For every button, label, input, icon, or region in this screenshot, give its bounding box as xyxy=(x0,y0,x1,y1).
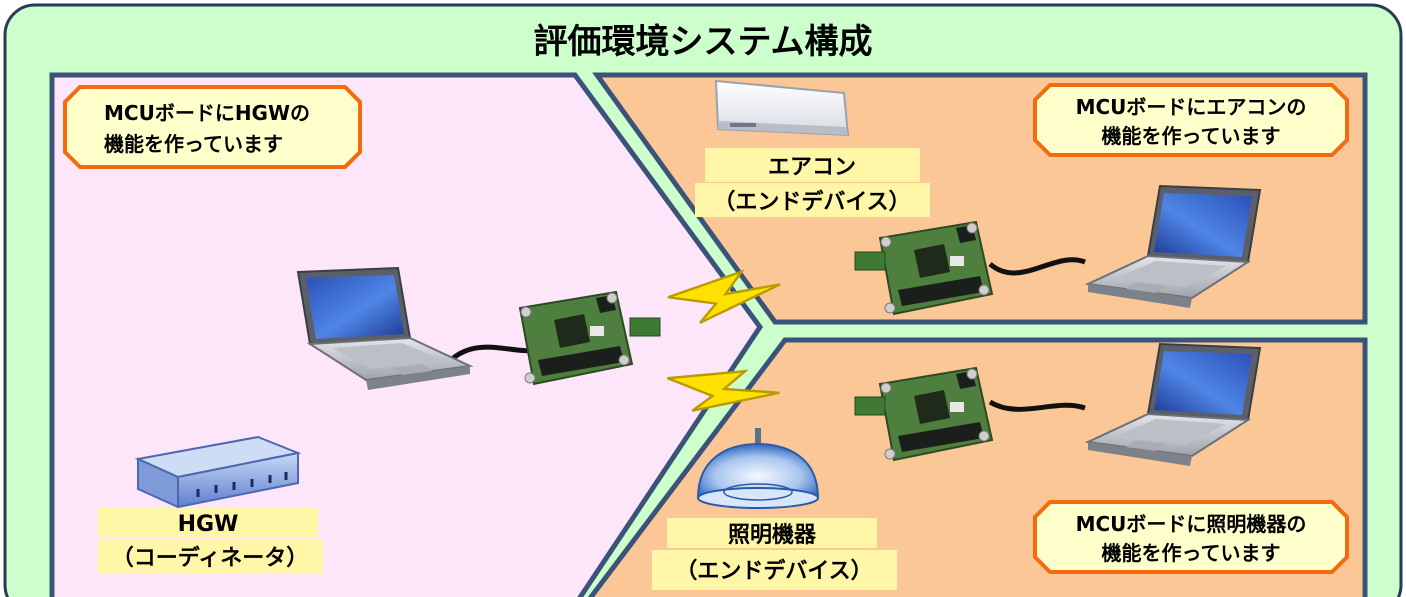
callout-aircon-line2: 機能を作っています xyxy=(1102,124,1281,148)
label-lighting-line1: 照明機器 xyxy=(728,523,817,548)
router-icon xyxy=(134,435,302,509)
callout-hgw-line1: MCUボードにHGWの xyxy=(104,101,310,125)
label-aircon-line1: エアコン xyxy=(768,155,856,180)
callout-hgw-line2: 機能を作っています xyxy=(104,132,283,156)
label-hgw: HGW （コーディネータ） xyxy=(98,508,323,574)
callout-hgw: MCUボードにHGWの 機能を作っています xyxy=(63,85,362,169)
callout-lighting-line1: MCUボードに照明機器の xyxy=(1076,512,1307,536)
label-lighting: 照明機器 （エンドデバイス） xyxy=(652,518,897,590)
ceiling-light-icon xyxy=(696,428,820,509)
diagram-title: 評価環境システム構成 xyxy=(534,22,873,62)
aircon-cable xyxy=(988,257,1086,276)
label-lighting-line2: （エンドデバイス） xyxy=(675,558,872,584)
callout-aircon-line1: MCUボードにエアコンの xyxy=(1076,95,1307,119)
antenna-module xyxy=(854,396,886,416)
label-hgw-line1: HGW xyxy=(178,512,239,537)
air-conditioner-icon xyxy=(714,79,850,137)
label-aircon-line2: （エンドデバイス） xyxy=(713,189,910,215)
callout-lighting: MCUボードに照明機器の 機能を作っています xyxy=(1033,500,1349,574)
antenna-module xyxy=(854,251,886,271)
antenna-module xyxy=(629,317,661,337)
label-aircon: エアコン （エンドデバイス） xyxy=(695,148,930,217)
label-hgw-line2: （コーディネータ） xyxy=(112,545,308,571)
callout-lighting-line2: 機能を作っています xyxy=(1102,541,1281,565)
lighting-cable xyxy=(988,399,1086,412)
callout-aircon: MCUボードにエアコンの 機能を作っています xyxy=(1033,83,1349,157)
